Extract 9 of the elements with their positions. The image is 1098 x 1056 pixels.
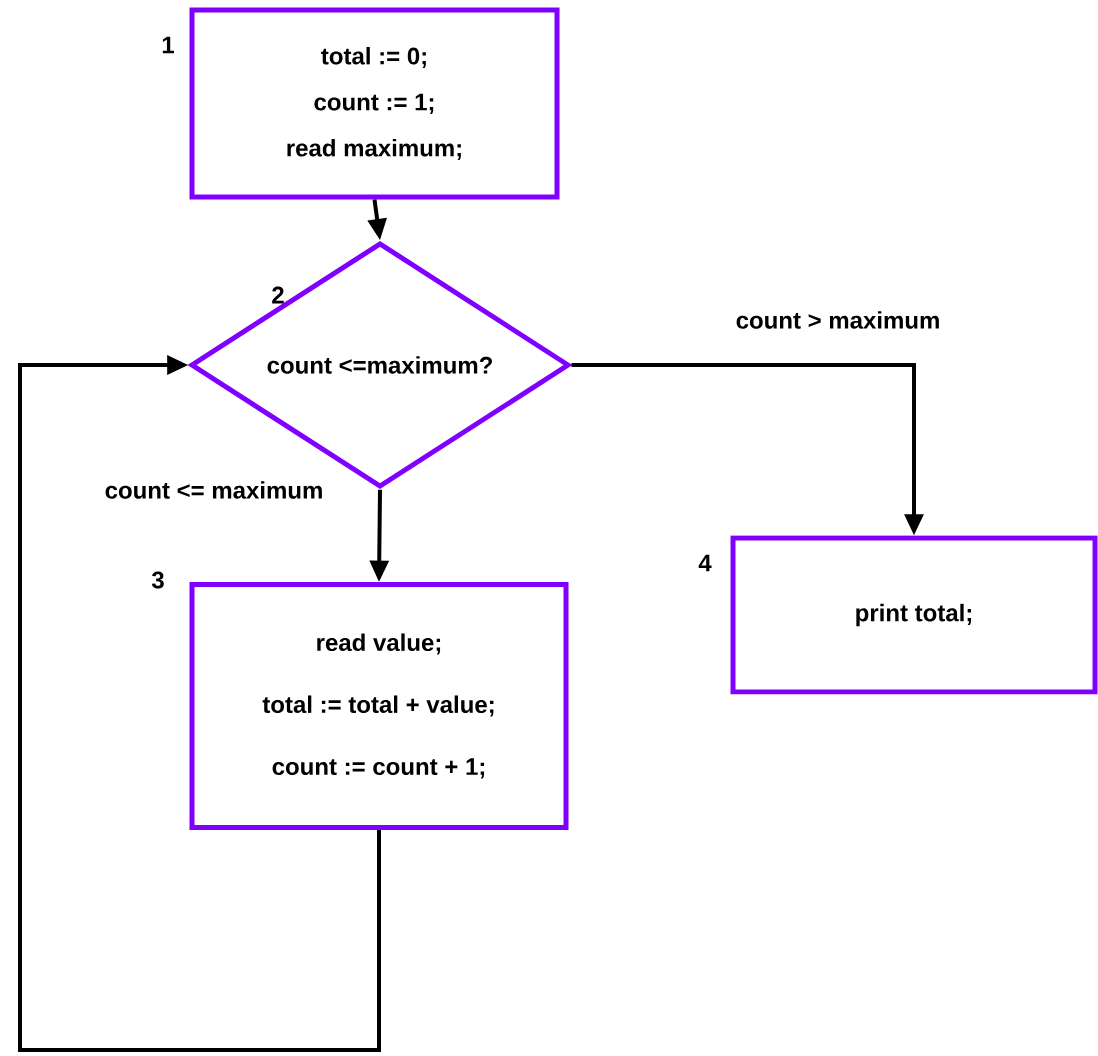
process-box: print total; [730, 535, 1098, 695]
step-number: 2 [272, 286, 284, 304]
process-box: total := 0; count := 1; read maximum; [189, 7, 560, 200]
process-box: read value; total := total + value; count := count + 1; [189, 582, 569, 830]
step-number: 3 [151, 571, 164, 589]
step-number: 4 [698, 554, 712, 572]
step-number: 1 [162, 36, 174, 54]
arrow [18, 355, 381, 1052]
edge-label: count > maximum [734, 309, 942, 331]
